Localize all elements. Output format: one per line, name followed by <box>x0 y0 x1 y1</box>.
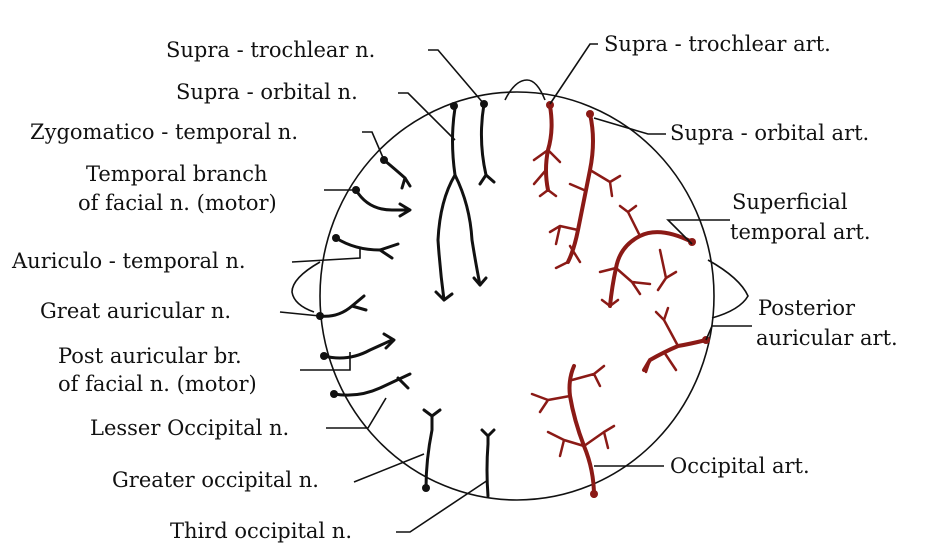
nose-outline <box>505 80 545 100</box>
label-posterior-auricular-l2: auricular art. <box>756 326 898 350</box>
leader-great-auricular-n <box>280 312 320 316</box>
leader-supra-trochlear-art <box>550 44 598 104</box>
label-supra-orbital-art: Supra - orbital art. <box>670 121 869 145</box>
label-great-auricular-n: Great auricular n. <box>40 299 231 323</box>
leader-supra-orbital-art <box>594 118 666 134</box>
leader-supra-orbital-n <box>398 93 455 140</box>
supra-trochlear-nerve <box>481 104 494 182</box>
nerve-dot-post-auricular <box>320 352 328 360</box>
artery-dot-occipital <box>590 490 598 498</box>
posterior-auricular-artery <box>644 340 706 370</box>
label-greater-occipital-n: Greater occipital n. <box>112 468 319 492</box>
nerve-dot-supraorbital <box>450 102 458 110</box>
supra-trochlear-artery <box>546 106 552 190</box>
supra-orbital-nerve-branch <box>455 175 480 285</box>
artery-dot-supraorbital <box>586 110 594 118</box>
label-lesser-occipital-n: Lesser Occipital n. <box>90 416 289 440</box>
nerve-dot-lesser-occipital <box>330 390 338 398</box>
supra-trochlear-nerve-tip <box>480 175 486 184</box>
leader-auriculo-temporal-n <box>292 248 360 262</box>
nerve-dot-auriculotemporal <box>332 234 340 242</box>
label-superficial-temporal-l1: Superficial <box>732 190 848 214</box>
label-superficial-temporal-l2: temporal art. <box>730 220 871 244</box>
left-ear-outline <box>292 262 320 312</box>
label-supra-orbital-n: Supra - orbital n. <box>176 80 358 104</box>
label-supra-trochlear-art: Supra - trochlear art. <box>604 32 831 56</box>
label-third-occipital-n: Third occipital n. <box>170 519 352 543</box>
label-temporal-branch-l1: Temporal branch <box>86 162 268 186</box>
nerve-dot-greater-occipital <box>422 484 430 492</box>
post-auricular-branch-nerve <box>324 334 394 358</box>
nerves <box>316 100 494 496</box>
great-auricular-nerve <box>320 296 366 316</box>
label-temporal-branch-l2: of facial n. (motor) <box>78 191 277 215</box>
greater-occipital-nerve <box>424 410 440 488</box>
label-supra-trochlear-n: Supra - trochlear n. <box>166 38 375 62</box>
occipital-artery <box>570 366 595 496</box>
label-auriculo-temporal-n: Auriculo - temporal n. <box>11 249 246 273</box>
temporal-branch-facial-nerve <box>356 190 410 216</box>
label-post-auricular-l2: of facial n. (motor) <box>58 372 257 396</box>
lesser-occipital-nerve <box>334 374 410 395</box>
superficial-temporal-artery <box>610 232 692 306</box>
scalp-outline <box>320 92 714 500</box>
label-post-auricular-l1: Post auricular br. <box>58 344 242 368</box>
third-occipital-nerve <box>482 430 494 496</box>
auriculo-temporal-nerve <box>336 238 398 258</box>
leader-third-occipital-n <box>396 480 488 532</box>
zygomatico-temporal-nerve <box>384 160 410 188</box>
label-zygomatico-temporal-n: Zygomatico - temporal n. <box>30 120 298 144</box>
artery-dot-supratrochlear <box>546 101 554 109</box>
label-occipital-art: Occipital art. <box>670 454 810 478</box>
leader-greater-occipital-n <box>354 454 424 482</box>
arteries <box>532 101 710 498</box>
supra-orbital-artery-branches <box>550 170 620 268</box>
leader-posterior-auricular-art <box>706 326 752 340</box>
leader-superficial-temporal-art <box>668 220 730 244</box>
label-posterior-auricular-l1: Posterior <box>758 296 856 320</box>
